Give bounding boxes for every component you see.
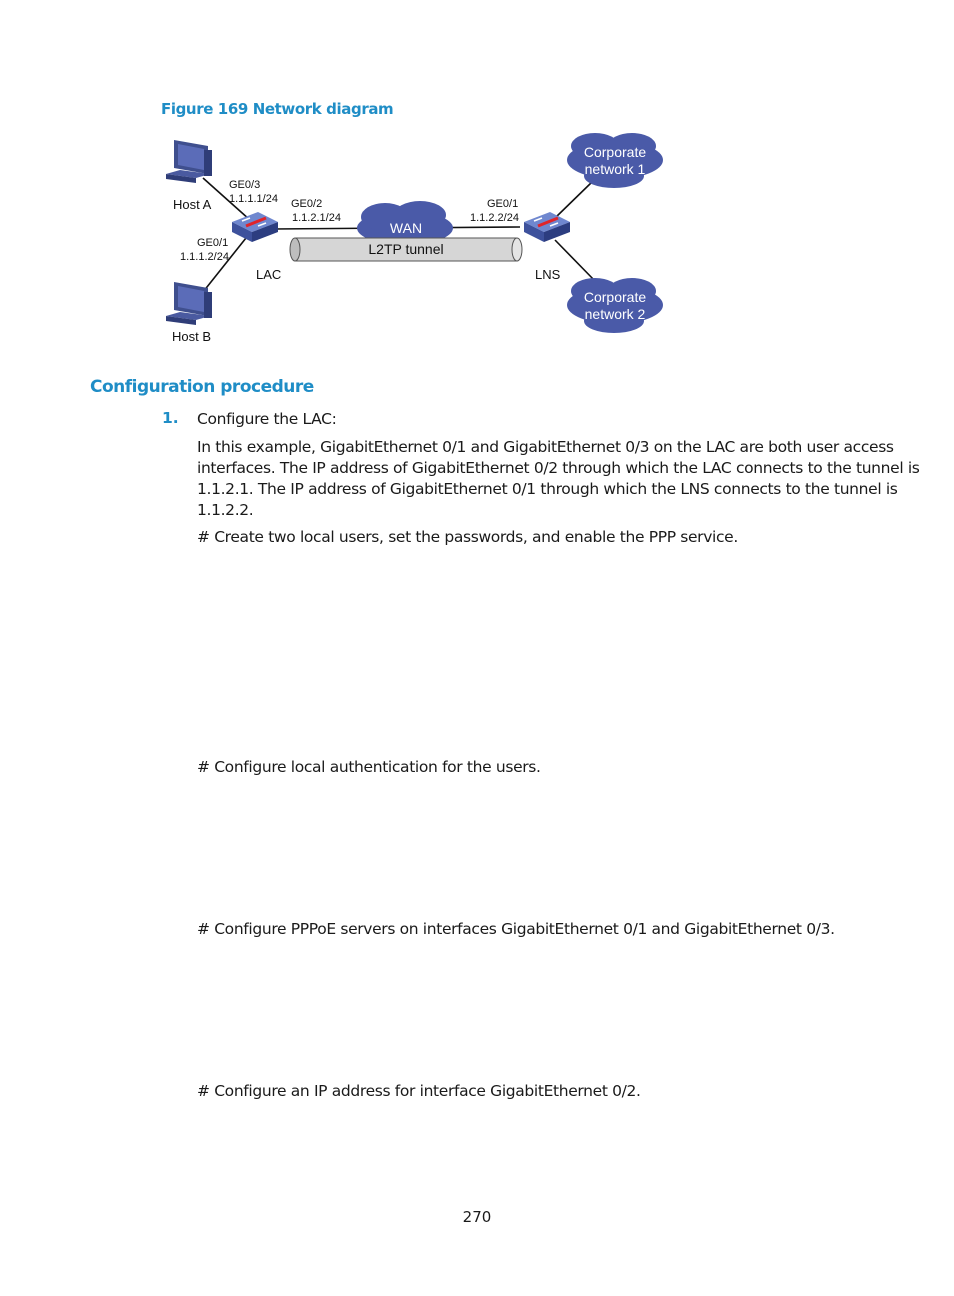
lac-ge02-ip: 1.1.2.1/24 xyxy=(292,212,341,224)
corp2-label-line1: Corporate xyxy=(584,289,646,305)
comment-pppoe-servers: # Configure PPPoE servers on interfaces … xyxy=(197,920,835,938)
paragraph-line: In this example, GigabitEthernet 0/1 and… xyxy=(197,438,894,456)
l2tp-tunnel-icon xyxy=(289,237,523,262)
corp2-label-line2: network 2 xyxy=(585,306,646,322)
paragraph-line: 1.1.2.1. The IP address of GigabitEthern… xyxy=(197,480,898,498)
host-b-computer-icon xyxy=(166,282,212,325)
lns-ge01-name: GE0/1 xyxy=(487,198,518,210)
paragraph-line: interfaces. The IP address of GigabitEth… xyxy=(197,459,920,477)
lac-ge01-ip: 1.1.1.2/24 xyxy=(180,251,229,263)
corp1-label-line2: network 1 xyxy=(585,161,646,177)
corporate-network-1-cloud-icon xyxy=(567,133,663,188)
link-hosta-lac xyxy=(202,177,251,221)
page-number: 270 xyxy=(462,1208,492,1226)
wan-label: WAN xyxy=(390,220,422,236)
lac-description-paragraph: In this example, GigabitEthernet 0/1 and… xyxy=(197,437,920,521)
comment-ip-address: # Configure an IP address for interface … xyxy=(197,1082,641,1100)
corporate-network-2-cloud-icon xyxy=(567,278,663,333)
lac-ge03-ip: 1.1.1.1/24 xyxy=(229,193,278,205)
host-a-label: Host A xyxy=(173,197,212,212)
paragraph-line: 1.1.2.2. xyxy=(197,501,254,519)
link-lns-corp2 xyxy=(554,239,597,283)
step-number: 1. xyxy=(162,409,179,427)
section-heading: Configuration procedure xyxy=(90,377,314,397)
host-a-computer-icon xyxy=(166,140,212,183)
lac-ge02-name: GE0/2 xyxy=(291,198,322,210)
figure-caption: Figure 169 Network diagram xyxy=(161,100,394,118)
lns-label: LNS xyxy=(535,267,561,282)
lns-router-icon xyxy=(524,212,570,242)
network-diagram: WAN L2TP tunnel Host A Host B LAC xyxy=(166,133,663,344)
link-hostb-lac xyxy=(202,237,247,293)
link-lns-corp1 xyxy=(554,181,593,219)
comment-create-users: # Create two local users, set the passwo… xyxy=(197,528,738,546)
lac-ge03-name: GE0/3 xyxy=(229,179,260,191)
lac-ge01-name: GE0/1 xyxy=(197,237,228,249)
lac-label: LAC xyxy=(256,267,281,282)
tunnel-label: L2TP tunnel xyxy=(368,241,443,257)
lac-router-icon xyxy=(232,212,278,242)
comment-local-auth: # Configure local authentication for the… xyxy=(197,758,541,776)
lns-ge01-ip: 1.1.2.2/24 xyxy=(470,212,519,224)
host-b-label: Host B xyxy=(172,329,211,344)
step-text: Configure the LAC: xyxy=(197,410,337,428)
corp1-label-line1: Corporate xyxy=(584,144,646,160)
